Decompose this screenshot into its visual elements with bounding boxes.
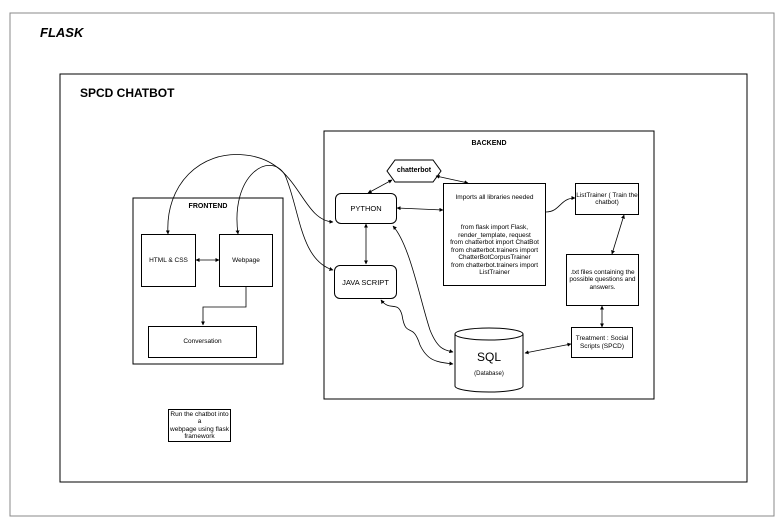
javascript-label: JAVA SCRIPT — [342, 277, 389, 287]
flask-note-label: Run the chatbot into a webpage using fla… — [170, 410, 229, 441]
connector-chatterbot-imports — [435, 174, 469, 185]
txt-files-box: .txt files containing the possible quest… — [566, 254, 639, 306]
backend-title: BACKEND — [471, 140, 507, 147]
python-box: PYTHON — [335, 193, 397, 224]
chatbot-title: SPCD CHATBOT — [80, 86, 175, 100]
connector-python-imports — [396, 206, 444, 212]
flask-title: FLASK — [40, 25, 84, 40]
conversation-box: Conversation — [148, 326, 257, 358]
flask-note-box: Run the chatbot into a webpage using fla… — [168, 409, 231, 442]
webpage-label: Webpage — [232, 256, 260, 264]
connector-webpage-conversation — [201, 287, 247, 326]
chatterbot-label: chatterbot — [396, 167, 432, 174]
txt-files-label: .txt files containing the possible quest… — [569, 268, 636, 291]
connector-imports-listtrainer — [545, 196, 576, 213]
python-label: PYTHON — [350, 204, 382, 213]
html-css-label: HTML & CSS — [149, 256, 188, 264]
imports-title: Imports all libraries needed — [455, 194, 534, 201]
html-css-box: HTML & CSS — [141, 234, 196, 287]
listtrainer-box: ListTrainer ( Train the chatbot) — [575, 183, 639, 215]
connector-chatterbot-python — [367, 179, 393, 194]
flask-frame — [9, 12, 775, 517]
javascript-box: JAVA SCRIPT — [334, 265, 397, 299]
connector-javascript-sql — [380, 299, 454, 366]
sql-database-cylinder — [454, 327, 524, 393]
webpage-box: Webpage — [219, 234, 273, 287]
frontend-frame — [132, 197, 284, 365]
conversation-label: Conversation — [183, 338, 222, 346]
database-label: (Database) — [474, 371, 504, 377]
imports-code: from flask import Flask, render_template… — [450, 224, 539, 276]
listtrainer-label: ListTrainer ( Train the chatbot) — [576, 191, 638, 207]
treatment-box: Treatment : Social Scripts (SPCD) — [571, 327, 633, 358]
chatbot-frame — [59, 73, 748, 483]
treatment-label: Treatment : Social Scripts (SPCD) — [575, 335, 629, 350]
connector-treatment-sql — [524, 342, 572, 355]
sql-label: SQL — [476, 350, 501, 364]
chatterbot-hexagon — [386, 159, 442, 183]
frontend-title: FRONTEND — [188, 203, 228, 210]
imports-box: Imports all libraries needed from flask … — [443, 183, 546, 286]
connector-webpage-javascript — [235, 164, 334, 271]
connector-listtrainer-txt — [611, 214, 625, 255]
connector-html-python — [165, 154, 334, 235]
